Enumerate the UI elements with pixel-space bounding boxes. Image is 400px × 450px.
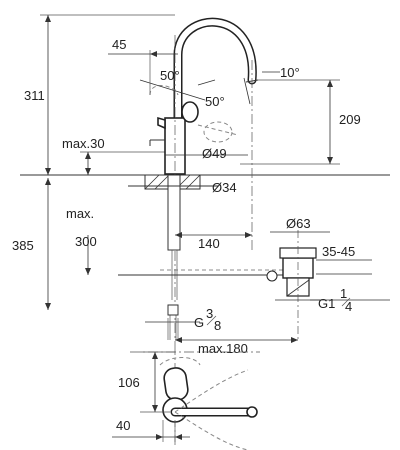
dim-300: max. 300: [66, 206, 97, 275]
label-g1: G1: [318, 296, 335, 311]
dim-209: 209: [240, 79, 361, 165]
dim-106: 106: [118, 351, 175, 413]
label-35-45: 35-45: [322, 244, 355, 259]
dim-40: 40: [112, 418, 190, 442]
label-d34: Ø34: [212, 180, 237, 195]
label-300: 300: [75, 234, 97, 249]
dim-140: 140: [175, 232, 252, 251]
label-max180: max.180: [198, 341, 248, 356]
dim-g38: G 3 8: [145, 306, 221, 340]
dim-35-45: 35-45: [316, 244, 372, 275]
label-g1-den: 4: [345, 299, 352, 314]
label-106: 106: [118, 375, 140, 390]
label-max: max.: [66, 206, 94, 221]
label-40: 40: [116, 418, 130, 433]
dim-311: 311: [24, 14, 175, 175]
dim-385: 385: [12, 178, 51, 310]
label-209: 209: [339, 112, 361, 127]
dim-max180: max.180: [175, 337, 298, 356]
label-385: 385: [12, 238, 34, 253]
label-d63: Ø63: [286, 216, 311, 231]
label-g: G: [194, 315, 204, 330]
label-45: 45: [112, 37, 126, 52]
angle-annotations: 50° 50° 10°: [139, 65, 300, 109]
label-max30: max.30: [62, 136, 105, 151]
label-d49: Ø49: [202, 146, 227, 161]
label-angle-10: 10°: [280, 65, 300, 80]
dim-d63: Ø63: [270, 216, 330, 233]
faucet-elevation: [149, 17, 259, 345]
waste-assembly: [118, 230, 317, 340]
label-g1-num: 1: [340, 286, 347, 301]
label-g-den: 8: [214, 318, 221, 333]
label-311: 311: [24, 88, 45, 103]
dim-g1-14: G1 1 4: [275, 286, 390, 314]
mounting-hardware: Ø34: [128, 174, 237, 340]
label-angle-1: 50°: [160, 68, 180, 83]
dim-d49: Ø49: [165, 146, 248, 161]
label-angle-2: 50°: [205, 94, 225, 109]
dim-45: 45: [108, 37, 178, 95]
faucet-plan-view: [130, 345, 260, 450]
label-140: 140: [198, 236, 220, 251]
dim-max30: max.30: [62, 136, 105, 175]
label-g-num: 3: [206, 306, 213, 321]
